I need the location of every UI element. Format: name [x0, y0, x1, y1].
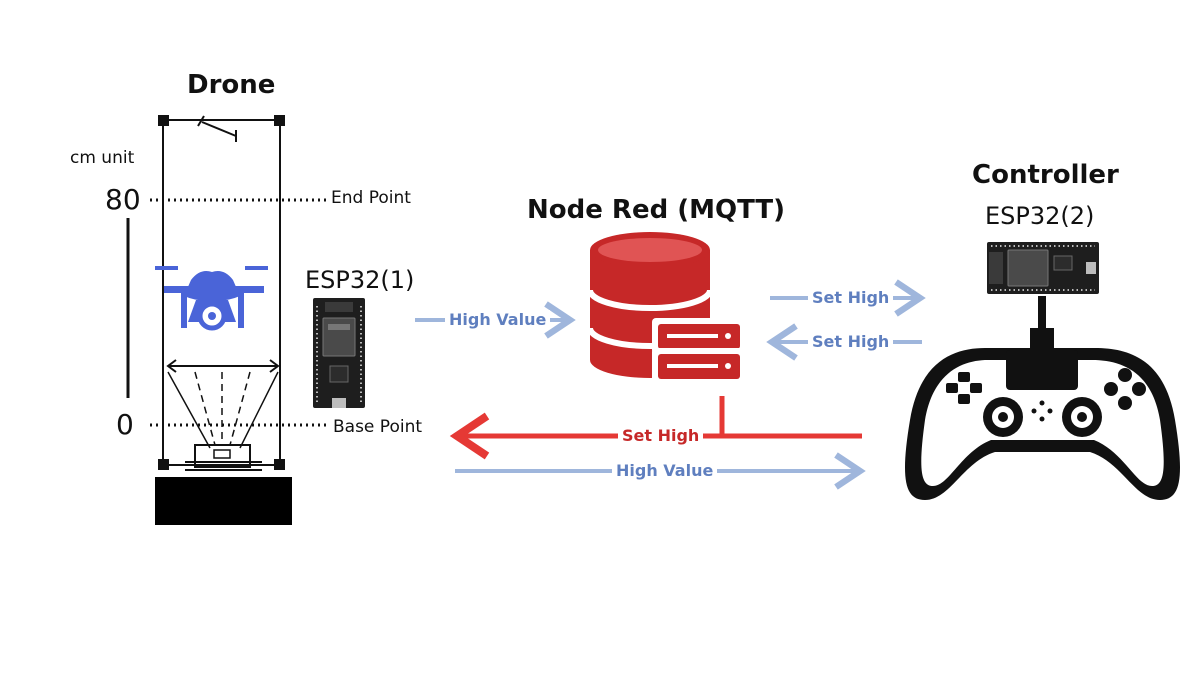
drone-title: Drone	[187, 70, 276, 100]
flow-label-drone-to-controller: High Value	[612, 461, 718, 480]
gamepad-icon	[905, 296, 1180, 500]
unit-label: cm unit	[70, 148, 135, 168]
base-point-label: Base Point	[333, 417, 423, 437]
controller-title: Controller	[972, 160, 1119, 190]
height-scale	[126, 198, 328, 427]
end-point-label: End Point	[331, 188, 411, 208]
esp32-board-icon	[313, 298, 365, 408]
scale-top-value: 80	[105, 183, 141, 216]
drone-test-rig	[155, 115, 292, 525]
esp32-1-label: ESP32(1)	[305, 266, 415, 294]
database-icon	[587, 232, 746, 384]
drone-icon	[155, 266, 268, 331]
flow-label-drone-to-broker: High Value	[445, 310, 551, 329]
esp32-board-icon	[987, 242, 1099, 294]
flow-label-controller-to-broker: Set High	[808, 332, 894, 351]
scale-bottom-value: 0	[116, 408, 134, 441]
action-buttons-icon	[1104, 368, 1146, 410]
flow-label-broker-to-drone: Set High	[618, 426, 704, 445]
flow-label-broker-to-controller: Set High	[808, 288, 894, 307]
dpad-icon	[946, 372, 982, 404]
esp32-2-label: ESP32(2)	[985, 202, 1095, 230]
broker-title: Node Red (MQTT)	[527, 195, 786, 225]
